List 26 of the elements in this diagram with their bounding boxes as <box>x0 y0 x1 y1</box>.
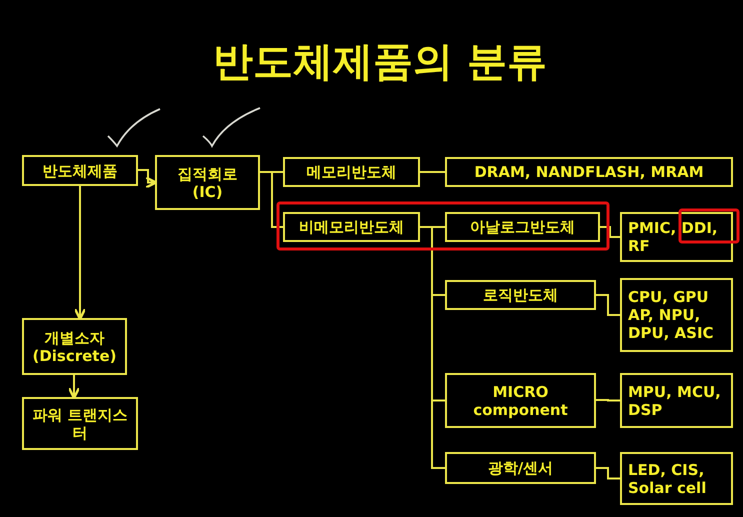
arrow <box>68 375 80 400</box>
category-box: 파워 트랜지스터 <box>22 397 138 450</box>
category-box: 광학/센서 <box>445 452 596 484</box>
category-box: PMIC, DDI, RF <box>620 212 733 262</box>
category-box: CPU, GPU AP, NPU, DPU, ASIC <box>620 278 733 352</box>
connector-line <box>600 226 620 238</box>
category-box: 집적회로 (IC) <box>155 155 260 210</box>
connector-line <box>596 467 620 480</box>
connector-line <box>596 399 620 402</box>
connector-line <box>260 171 283 228</box>
category-box: LED, CIS, Solar cell <box>620 452 733 505</box>
category-box: 메모리반도체 <box>283 157 420 187</box>
connector-line <box>596 294 620 316</box>
arrow <box>74 186 86 320</box>
category-box: MICRO component <box>445 373 596 428</box>
arrow <box>138 169 158 189</box>
category-box: 반도체제품 <box>22 155 138 186</box>
category-box: DRAM, NANDFLASH, MRAM <box>445 157 733 187</box>
category-box: 비메모리반도체 <box>283 212 420 242</box>
category-box: MPU, MCU, DSP <box>620 373 733 428</box>
title: 반도체제품의 분류 <box>212 38 548 86</box>
connector-line <box>420 171 445 173</box>
category-box: 아날로그반도체 <box>445 212 600 242</box>
connector-line <box>420 226 445 469</box>
category-box: 로직반도체 <box>445 280 596 310</box>
category-box: 개별소자 (Discrete) <box>22 318 127 375</box>
